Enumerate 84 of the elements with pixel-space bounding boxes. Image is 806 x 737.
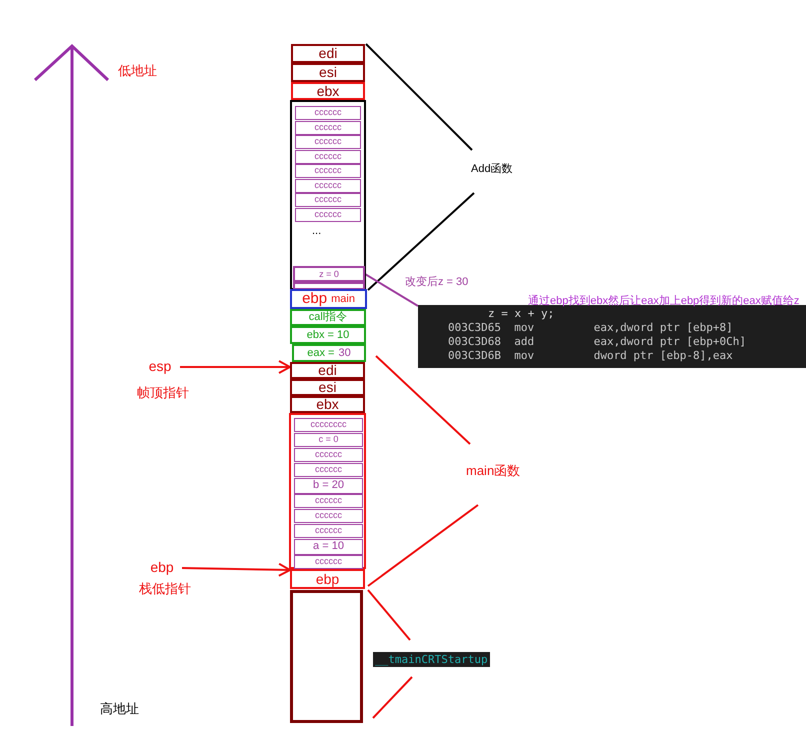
stack-frame-box	[290, 100, 366, 290]
cell-value: cccccc	[315, 464, 342, 475]
cell-value: z = 0	[319, 268, 339, 280]
annotation: 高地址	[100, 700, 139, 718]
stack-cell	[295, 193, 361, 207]
stack-cell	[290, 289, 367, 309]
stack-frame-box	[289, 413, 366, 569]
cell-value: c = 0	[318, 434, 338, 445]
stack-cell	[291, 63, 365, 82]
cell-value: cccccc	[315, 495, 342, 506]
stack-cell	[290, 396, 365, 413]
stack-cell	[294, 478, 363, 494]
cell-value: cccccc	[314, 165, 342, 176]
cell-value: ebp	[316, 571, 340, 587]
stack-cell	[294, 448, 363, 462]
function-name: __tmainCRTStartup	[373, 652, 490, 667]
cell-value: cccccc	[314, 150, 342, 162]
code-line: z = x + y;	[488, 308, 556, 319]
cell-value: cccccccc	[310, 419, 346, 430]
pointer-arrow	[182, 562, 291, 577]
cell-value: ebx = 10	[306, 328, 350, 342]
stack-frame-box	[290, 590, 363, 723]
annotation: 栈低指针	[139, 580, 191, 598]
stack-cell	[294, 463, 363, 477]
cell-value: a = 10	[313, 540, 344, 553]
cell-value: cccccc	[314, 136, 342, 147]
stack-cell	[290, 326, 366, 344]
annotation: 帧顶指针	[137, 384, 189, 402]
cell-value: cccccc	[314, 122, 342, 132]
cell-value: ebp	[302, 291, 328, 307]
cell-value: cccccc	[315, 556, 342, 567]
stack-cell	[290, 379, 365, 396]
cell-value: esi	[318, 381, 336, 394]
cell-value: cccccc	[314, 180, 342, 190]
cell-note: 30	[338, 346, 351, 360]
stack-cell	[295, 106, 361, 120]
cell-note: main	[331, 292, 355, 307]
annotation: Add函数	[471, 162, 513, 176]
stack-cell	[294, 433, 363, 447]
register-name: esp	[148, 359, 172, 373]
note: 通过ebp找到ebx然后让eax加上ebp得到新的eax赋值给z	[528, 294, 800, 308]
annotation: 低地址	[118, 62, 157, 80]
cell-value: edi	[318, 364, 337, 377]
stack-cell	[290, 362, 365, 379]
stack-cell	[295, 135, 361, 149]
stack-cell	[294, 524, 363, 538]
cell-value: cccccc	[315, 525, 342, 536]
cell-value: b = 20	[313, 479, 344, 492]
stack-cell	[293, 266, 365, 282]
annotation: main函数	[466, 462, 520, 480]
stack-cell	[295, 150, 361, 164]
assembly-line: 003C3D68 add eax,dword ptr [ebp+0Ch]	[448, 336, 748, 347]
cell-value: cccccc	[314, 107, 342, 118]
assembly-line: 003C3D65 mov eax,dword ptr [ebp+8]	[448, 322, 734, 333]
leader-line	[364, 273, 419, 307]
stack-cell	[294, 539, 363, 555]
stack-cell	[295, 178, 361, 192]
stack-cell	[290, 569, 365, 589]
stack-cell	[295, 164, 361, 178]
stack-cell	[291, 44, 365, 63]
cell-value: cccccc	[315, 449, 342, 460]
assembly-line: 003C3D6B mov dword ptr [ebp-8],eax	[448, 350, 734, 361]
pointer-arrow	[180, 360, 291, 374]
stack-cell	[291, 82, 365, 100]
stack-cell	[294, 555, 363, 569]
cell-value: call指令	[308, 311, 348, 324]
register-name: ebp	[150, 560, 174, 574]
stack-cell	[295, 120, 361, 134]
cell-value: ebx	[316, 398, 339, 411]
cell-value: cccccc	[314, 208, 342, 220]
cell-value: cccccc	[314, 194, 342, 205]
cell-value: cccccc	[315, 510, 342, 521]
cell-value: edi	[318, 46, 338, 61]
cell-value: eax =	[307, 346, 334, 360]
ellipsis: ...	[312, 226, 322, 237]
cell-value: esi	[319, 65, 337, 80]
stack-cell	[292, 344, 366, 362]
stack-cell	[294, 509, 363, 523]
cell-value: ebx	[316, 84, 340, 98]
stack-cell	[294, 494, 363, 508]
stack-cell	[290, 309, 366, 326]
stack-cell	[295, 208, 361, 222]
stack-cell	[294, 418, 363, 432]
annotation: 改变后z = 30	[405, 274, 468, 289]
